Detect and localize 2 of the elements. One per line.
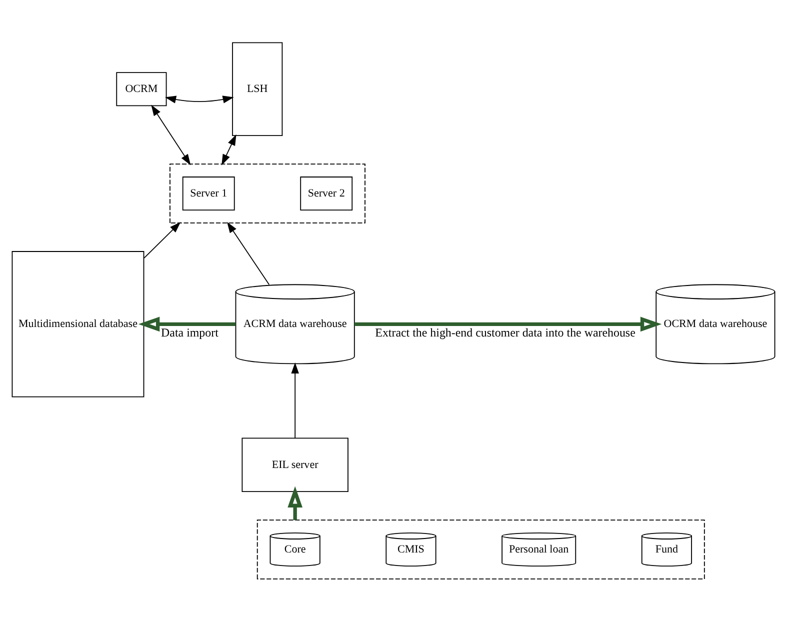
edge-label: Extract the high-end customer data into the warehouse bbox=[375, 324, 636, 339]
edge-label: Data import bbox=[161, 324, 218, 339]
